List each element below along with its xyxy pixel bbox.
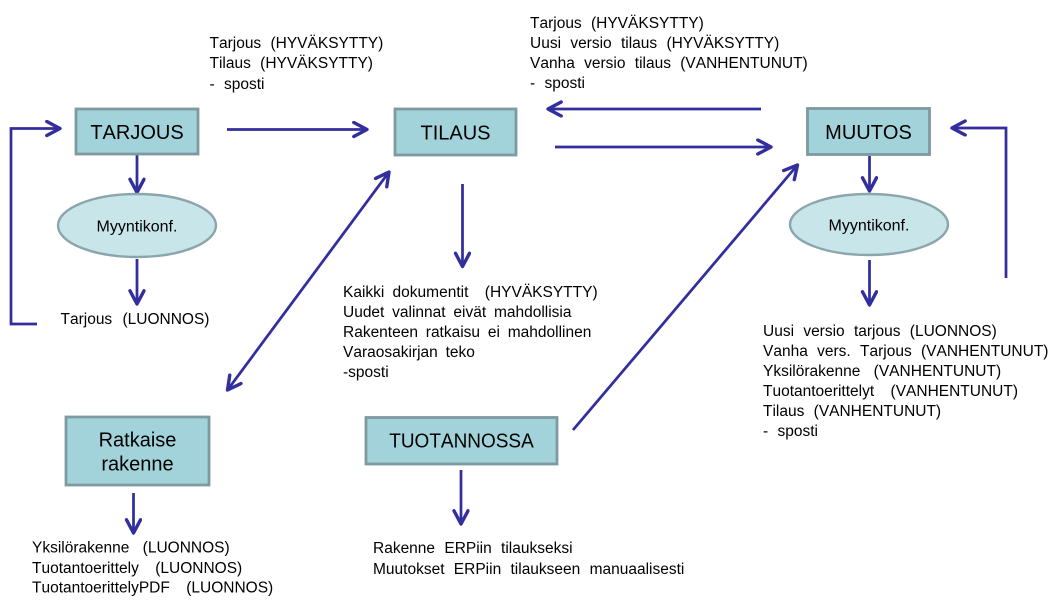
svg-text:Rakenne ERPiin tilaukseksi: Rakenne ERPiin tilaukseksi (373, 540, 573, 557)
svg-text:TARJOUS: TARJOUS (90, 122, 183, 144)
svg-text:Uusi versio tarjous (LUONNOS): Uusi versio tarjous (LUONNOS) (763, 323, 997, 340)
svg-text:Tuotantoerittely (LUONNOS): Tuotantoerittely (LUONNOS) (32, 560, 242, 577)
svg-text:Yksilörakenne (LUONNOS): Yksilörakenne (LUONNOS) (32, 539, 230, 556)
svg-text:Tarjous (HYVÄKSYTTY): Tarjous (HYVÄKSYTTY) (210, 35, 384, 52)
svg-text:Myyntikonf.: Myyntikonf. (829, 218, 910, 235)
svg-text:Tarjous (LUONNOS): Tarjous (LUONNOS) (61, 311, 210, 328)
svg-text:Vanha vers. Tarjous (VANHENTUN: Vanha vers. Tarjous (VANHENTUNUT) (763, 343, 1048, 360)
svg-text:Vanha versio tilaus (VANHENTUN: Vanha versio tilaus (VANHENTUNUT) (530, 55, 808, 72)
svg-text:Myyntikonf.: Myyntikonf. (97, 219, 178, 236)
svg-text:- sposti: - sposti (763, 423, 818, 440)
svg-text:rakenne: rakenne (101, 453, 173, 475)
svg-text:- sposti: - sposti (210, 76, 265, 93)
svg-text:Muutokset ERPiin tilaukseen ma: Muutokset ERPiin tilaukseen manuaalisest… (373, 561, 684, 578)
svg-text:Tilaus (VANHENTUNUT): Tilaus (VANHENTUNUT) (763, 403, 941, 420)
svg-text:Tuotantoerittelyt (VANHENTUNU: Tuotantoerittelyt (VANHENTUNUT) (763, 383, 1018, 400)
svg-text:Tilaus (HYVÄKSYTTY): Tilaus (HYVÄKSYTTY) (210, 55, 373, 72)
svg-text:Uudet valinnat eivät mahdollis: Uudet valinnat eivät mahdollisia (343, 304, 572, 321)
svg-text:-sposti: -sposti (343, 364, 389, 381)
svg-text:Uusi versio tilaus (HYVÄKSYTTY: Uusi versio tilaus (HYVÄKSYTTY) (530, 35, 779, 52)
svg-text:- sposti: - sposti (530, 75, 585, 92)
svg-text:TuotantoerittelyPDF (LUONNOS): TuotantoerittelyPDF (LUONNOS) (32, 579, 273, 596)
svg-text:Varaosakirjan teko: Varaosakirjan teko (343, 344, 475, 361)
svg-text:Tarjous (HYVÄKSYTTY): Tarjous (HYVÄKSYTTY) (530, 15, 704, 32)
svg-text:Kaikki dokumentit (HYVÄKSYTTY: Kaikki dokumentit (HYVÄKSYTTY) (343, 284, 598, 301)
svg-text:MUUTOS: MUUTOS (825, 122, 912, 144)
svg-text:TUOTANNOSSA: TUOTANNOSSA (389, 431, 534, 453)
svg-text:TILAUS: TILAUS (420, 122, 490, 144)
svg-text:Rakenteen ratkaisu ei mahdolli: Rakenteen ratkaisu ei mahdollinen (343, 324, 591, 341)
svg-text:Yksilörakenne (VANHENTUNUT): Yksilörakenne (VANHENTUNUT) (763, 363, 1001, 380)
svg-text:Ratkaise: Ratkaise (99, 430, 177, 452)
